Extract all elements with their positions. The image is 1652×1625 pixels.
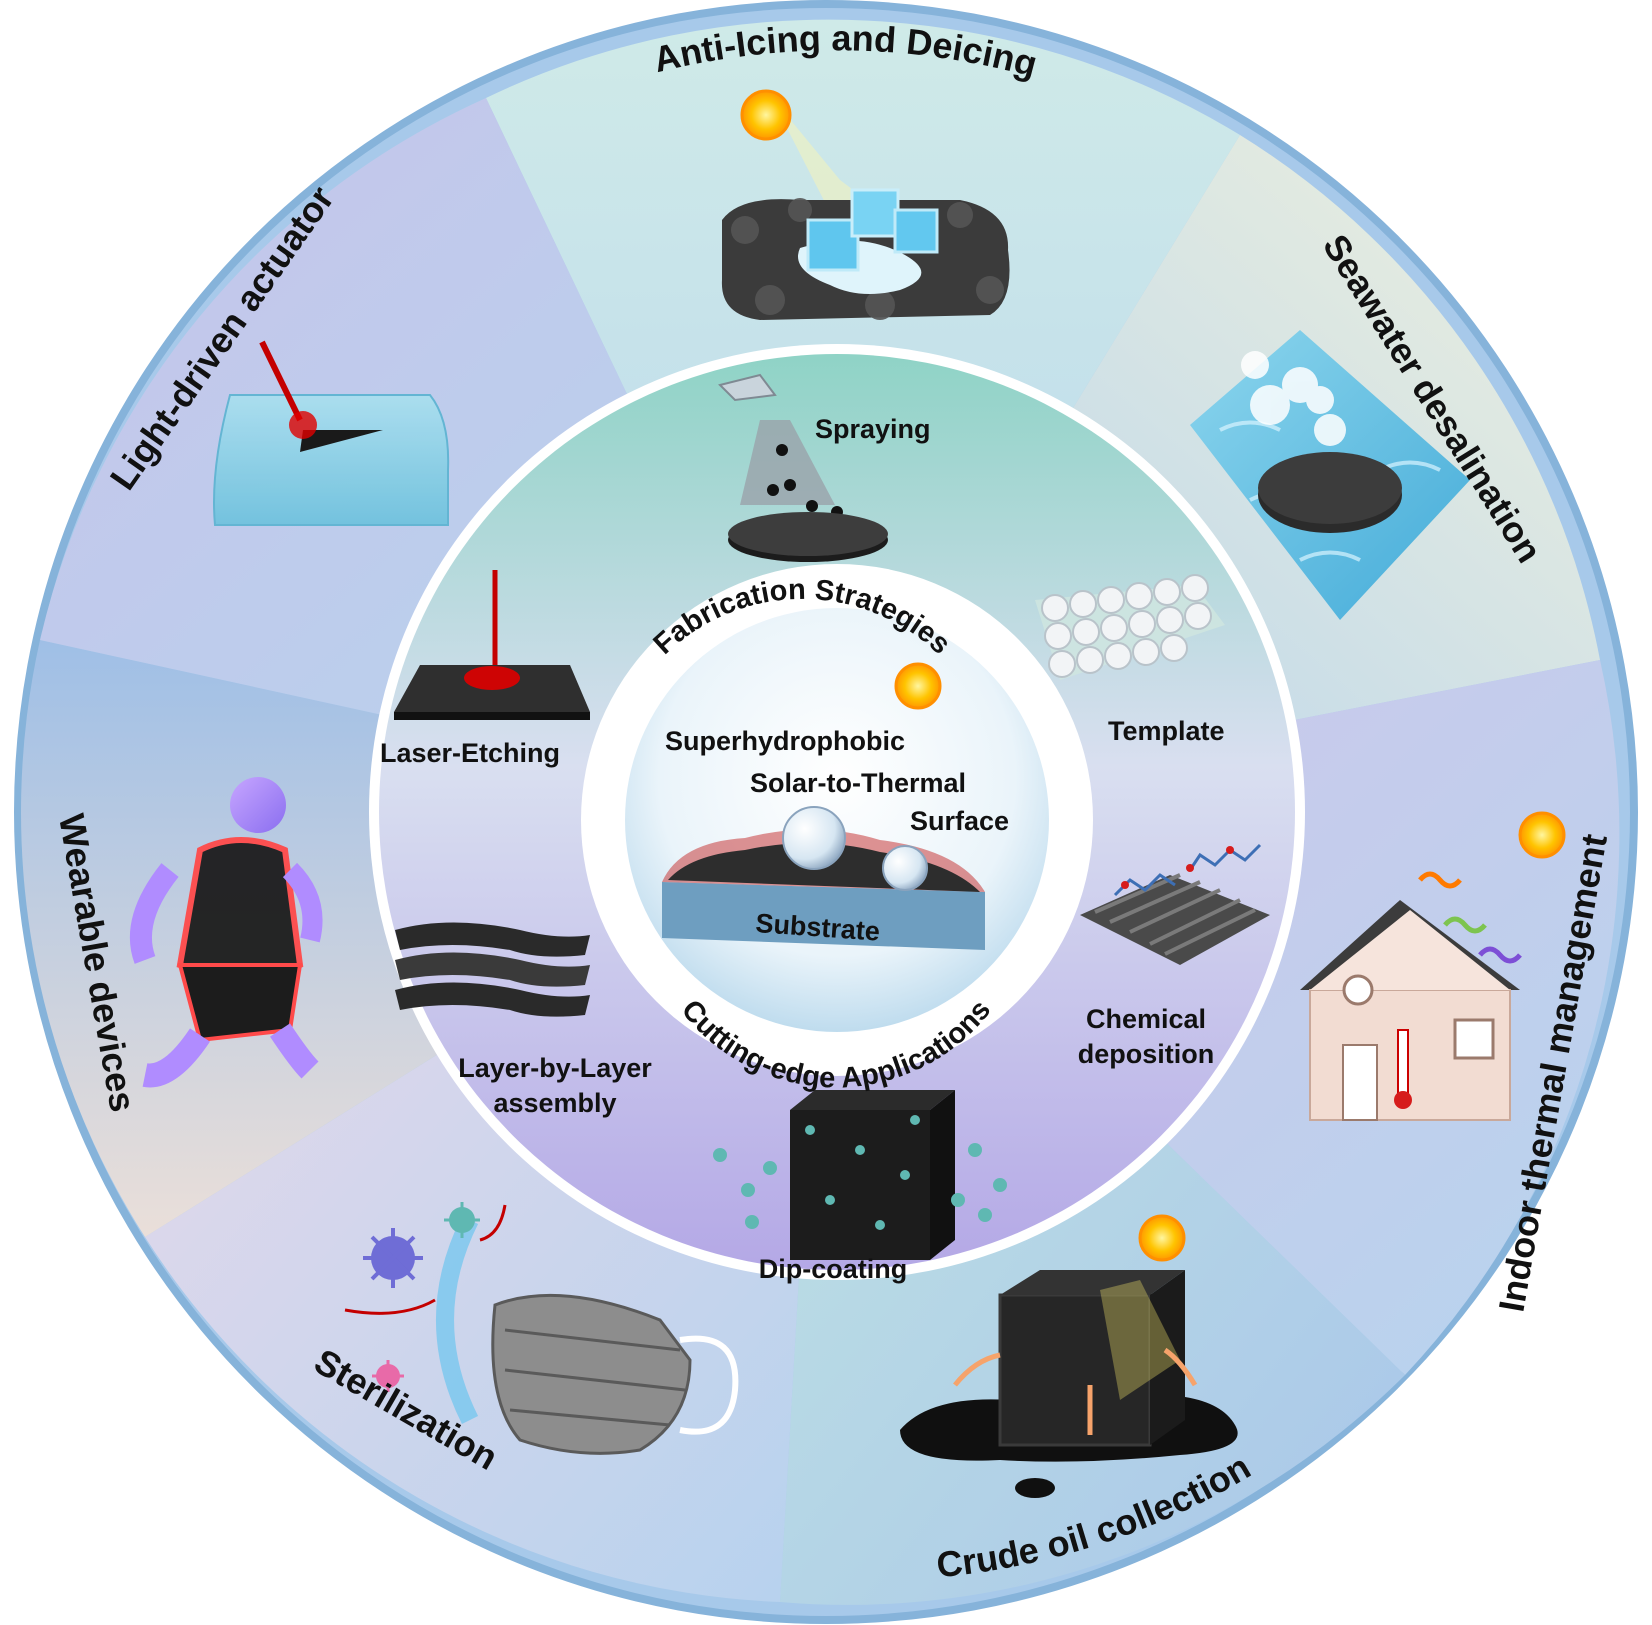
method-dip-coating: Dip-coating bbox=[759, 1254, 908, 1284]
crude-oil-illustration bbox=[900, 1214, 1238, 1498]
method-template: Template bbox=[1108, 716, 1225, 746]
layer-by-layer-illustration bbox=[395, 922, 590, 1017]
anti-icing-illustration bbox=[721, 89, 1010, 320]
seawater-illustration bbox=[1190, 330, 1470, 620]
center-core bbox=[581, 564, 1093, 1076]
dip-coating-illustration bbox=[713, 1090, 1007, 1260]
virus-icon bbox=[363, 1228, 423, 1288]
actuator-illustration bbox=[213, 340, 450, 526]
sun-icon bbox=[740, 89, 792, 141]
chemical-deposition-illustration bbox=[1080, 843, 1270, 965]
sun-icon bbox=[1138, 1214, 1186, 1262]
sterilization-illustration bbox=[344, 1202, 739, 1455]
core-title-line2: Solar-to-Thermal bbox=[750, 768, 966, 798]
spraying-illustration bbox=[718, 373, 888, 562]
core-title-line3: Surface bbox=[910, 806, 1009, 836]
water-droplet bbox=[782, 806, 846, 870]
method-chemical-line2: deposition bbox=[1078, 1039, 1215, 1069]
water-droplet bbox=[882, 845, 928, 891]
sun-icon bbox=[894, 662, 942, 710]
virus-icon bbox=[372, 1360, 404, 1392]
method-lbl-line2: assembly bbox=[493, 1088, 616, 1118]
wearable-illustration bbox=[129, 777, 323, 1088]
method-lbl-line1: Layer-by-Layer bbox=[458, 1053, 652, 1083]
laser-etching-illustration bbox=[394, 570, 590, 720]
method-laser-etching: Laser-Etching bbox=[380, 738, 560, 768]
method-chemical-line1: Chemical bbox=[1086, 1004, 1206, 1034]
method-spraying: Spraying bbox=[815, 414, 931, 444]
sun-icon bbox=[1518, 811, 1566, 859]
virus-icon bbox=[444, 1202, 480, 1238]
core-title-line1: Superhydrophobic bbox=[665, 726, 905, 756]
template-illustration bbox=[1035, 574, 1225, 680]
indoor-illustration bbox=[1300, 811, 1566, 1121]
